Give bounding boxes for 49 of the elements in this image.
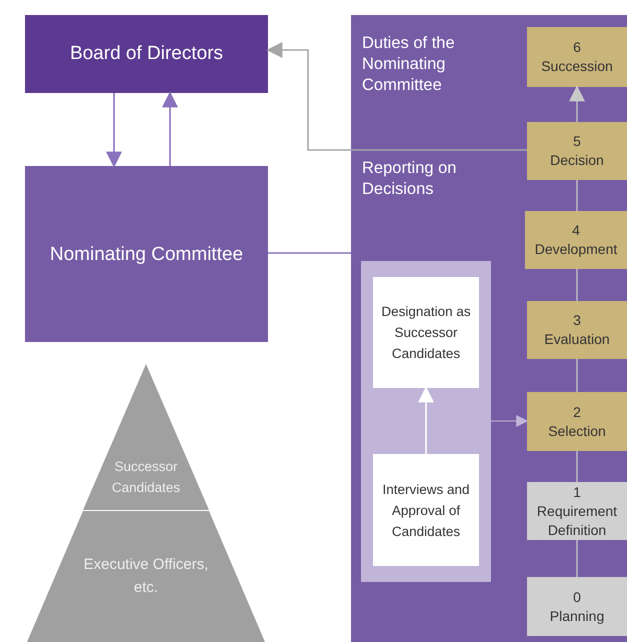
- connector: [576, 180, 578, 211]
- step-box: [527, 482, 627, 540]
- connector: [576, 540, 578, 577]
- panel-heading: Duties of the Nominating Committee: [362, 33, 456, 96]
- step-box: [527, 392, 627, 451]
- pyramid-top: [83, 364, 209, 510]
- connector: [576, 269, 578, 301]
- connector: [266, 42, 527, 151]
- candidate-panel: [361, 261, 491, 582]
- connector: [576, 359, 578, 392]
- step-number: 2: [573, 402, 581, 422]
- connector: [162, 91, 178, 166]
- duties-panel: [351, 15, 627, 642]
- step-box: [527, 301, 627, 359]
- box-text: Interviews and Approval of Candidates: [381, 480, 471, 540]
- step-box: [527, 577, 627, 636]
- process-box: [373, 277, 479, 388]
- step-label: Evaluation: [544, 330, 610, 349]
- step-box: [527, 122, 627, 180]
- connector: [490, 415, 528, 427]
- step-label: Decision: [550, 151, 604, 170]
- box-text: Designation as Successor Candidates: [380, 303, 472, 363]
- box-text: Successor Candidates: [110, 458, 182, 497]
- process-box: [373, 454, 479, 566]
- box-title: Board of Directors: [70, 43, 224, 65]
- connector: [576, 451, 578, 482]
- step-label: Requirement Definition: [536, 502, 618, 540]
- box-title: Nominating Committee: [50, 244, 244, 266]
- step-number: 5: [573, 132, 581, 151]
- step-number: 6: [573, 38, 581, 57]
- step-label: Planning: [550, 606, 604, 626]
- step-label: Selection: [548, 422, 606, 440]
- step-box: [527, 27, 627, 87]
- committee-box: [25, 15, 268, 93]
- step-number: 0: [573, 588, 581, 606]
- step-box: [525, 211, 627, 269]
- connector: [418, 386, 434, 454]
- step-number: 1: [573, 482, 581, 502]
- step-label: Succession: [541, 57, 613, 76]
- panel-heading: Reporting on Decisions: [362, 158, 458, 200]
- step-number: 3: [573, 311, 581, 330]
- box-text: Executive Officers, etc.: [82, 555, 210, 598]
- connector: [268, 252, 351, 254]
- step-number: 4: [572, 221, 580, 240]
- pyramid-base: [27, 511, 265, 642]
- step-label: Development: [534, 240, 618, 259]
- connector: [106, 93, 122, 168]
- committee-box: [25, 166, 268, 342]
- connector: [569, 85, 585, 122]
